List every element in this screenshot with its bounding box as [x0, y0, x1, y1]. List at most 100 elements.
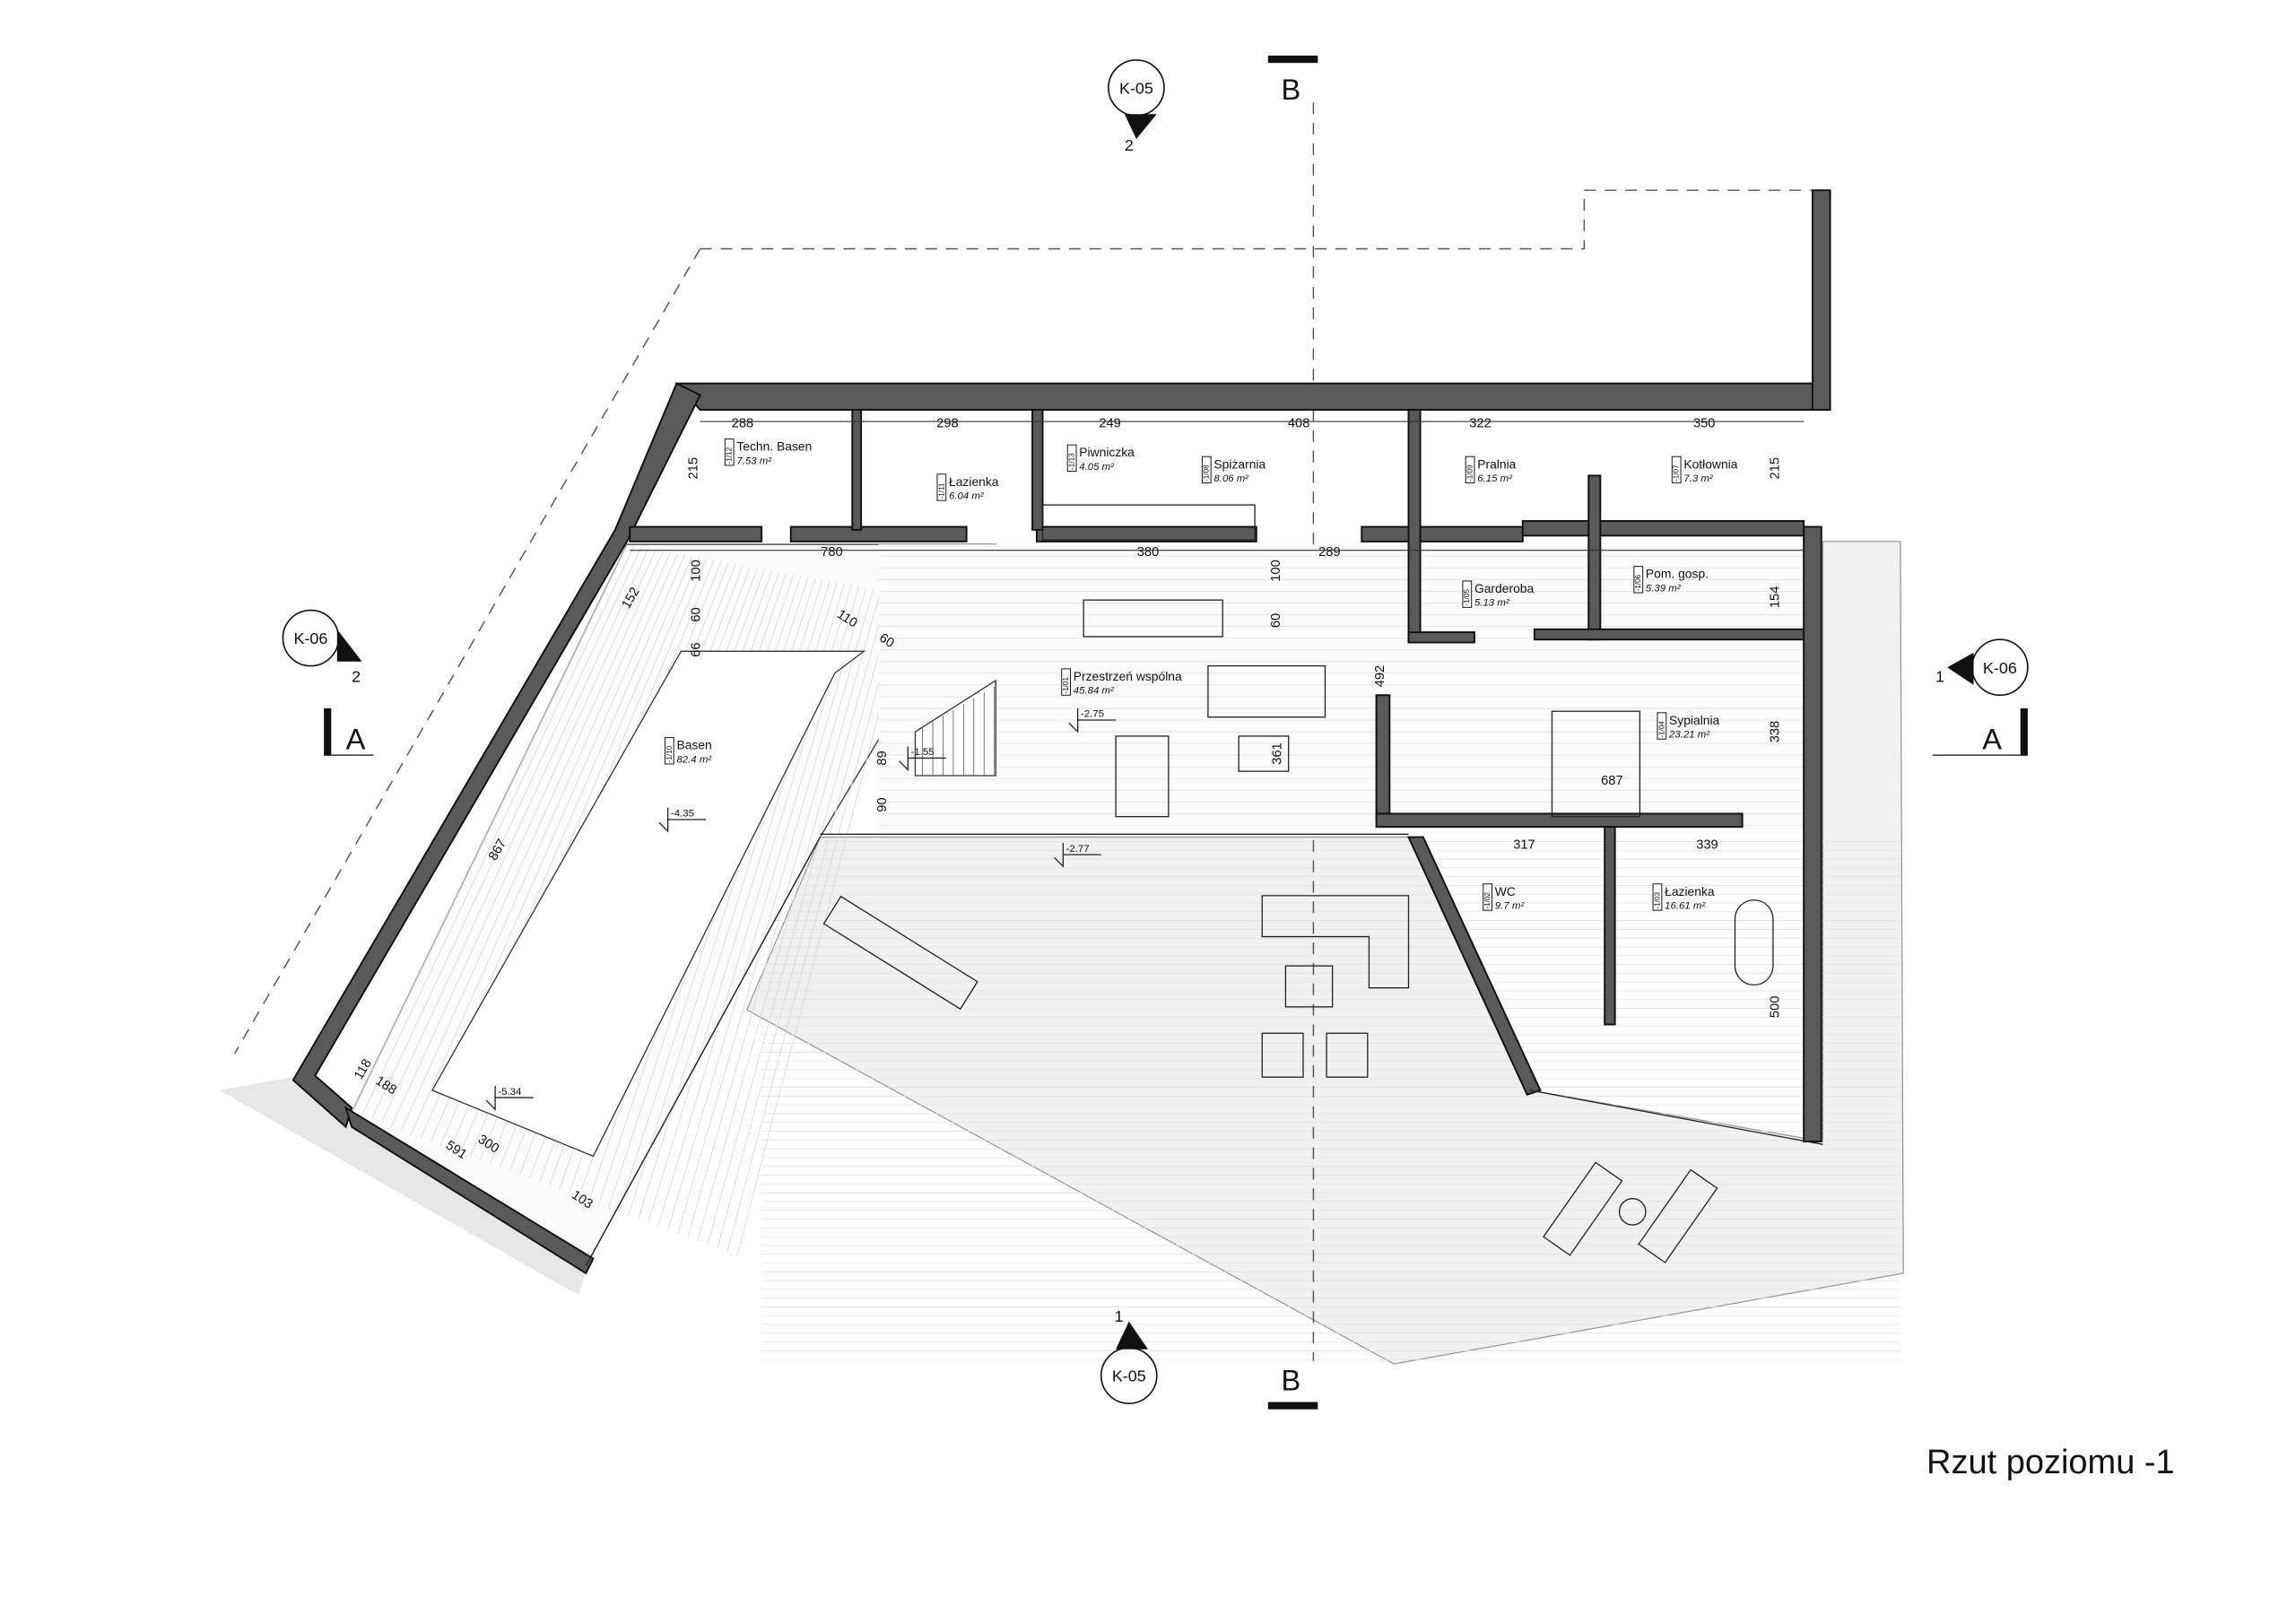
room-name: WC [1495, 884, 1516, 898]
outdoor-chair [1284, 965, 1334, 1008]
kitchen-counter [1041, 504, 1256, 541]
exterior-wall-top [674, 382, 1829, 411]
wall-partition-1 [851, 409, 863, 531]
bathtub [1734, 899, 1774, 986]
level-marker: -2.75 [1068, 707, 1117, 733]
dimension-label: 66 [690, 642, 704, 656]
marker-letter: B [1282, 73, 1301, 106]
marker-label: K-06 [293, 629, 327, 647]
wall-partition-4 [1587, 474, 1602, 641]
dimension-label: 60 [690, 607, 704, 621]
dimension-label: 288 [732, 417, 753, 431]
dimension-label: 492 [1373, 665, 1387, 687]
dimension-label: 215 [1768, 457, 1782, 479]
room-area: 16.61 m² [1665, 901, 1706, 912]
room-name: Garderoba [1474, 581, 1535, 595]
dimension-label: 408 [1288, 417, 1309, 431]
room-code: -1/04 [1657, 721, 1665, 738]
marker-number: 1 [1114, 1307, 1123, 1325]
bedroom-wall-bottom [1375, 812, 1744, 829]
wall-rooms-bottom-1 [629, 525, 763, 542]
room-area: 5.39 m² [1646, 583, 1682, 594]
wall-partition-3 [1407, 409, 1422, 642]
dimension-label: 298 [936, 417, 958, 431]
marker-number: 2 [352, 668, 361, 686]
staircase [914, 679, 996, 777]
coffee-table [1238, 735, 1290, 772]
room-name: Piwniczka [1079, 445, 1135, 459]
marker-letter: A [346, 723, 366, 756]
dimension-label: 60 [876, 631, 896, 651]
room-code: -1/11 [937, 482, 945, 499]
marker-letter: A [1982, 723, 2002, 756]
terrace-boards [761, 841, 1900, 1360]
site-outline-top [700, 189, 1819, 250]
room-area: 7.53 m² [736, 456, 772, 466]
outdoor-chair [1261, 1032, 1304, 1078]
level-value: -1.55 [911, 747, 935, 758]
section-marker-k05-bottom: K-05 1 [1100, 1307, 1158, 1405]
outdoor-chair [1326, 1032, 1369, 1078]
wall-partition-2 [1031, 409, 1044, 531]
dimension-label: 154 [1768, 586, 1782, 608]
room-name: Łazienka [949, 474, 999, 489]
glazing-pool [585, 837, 821, 1267]
sun-lounger [1638, 1168, 1718, 1263]
level-marker: -4.35 [658, 807, 707, 833]
exterior-wall-right [1803, 525, 1822, 1143]
outdoor-sofa [1261, 895, 1410, 989]
dimension-label: 339 [1696, 838, 1718, 853]
exterior-wall-right-top [1811, 189, 1831, 411]
dimension-label: 687 [1601, 774, 1622, 788]
room-name: Łazienka [1665, 884, 1715, 898]
marker-letter: B [1282, 1363, 1301, 1396]
dimension-label: 215 [686, 457, 700, 479]
room-name: Pom. gosp. [1646, 567, 1709, 581]
room-area: 4.05 m² [1079, 462, 1115, 473]
dimension-label: 317 [1513, 838, 1535, 853]
bath-partition [1604, 826, 1616, 1026]
sofa [1207, 664, 1326, 718]
pool-wall-bottom [344, 1106, 595, 1275]
room-code: -1/01 [1062, 677, 1070, 694]
dimension-label: 100 [690, 560, 704, 581]
room-name: Pralnia [1477, 456, 1516, 471]
bed [1551, 710, 1641, 818]
room-area: 7.3 m² [1683, 473, 1714, 484]
bedroom-wall [1375, 694, 1391, 820]
wall-rooms-bottom-5 [1521, 520, 1805, 537]
drawing-title: Rzut poziomu -1 [1926, 1444, 2175, 1481]
wall-rooms-bottom-3 [1035, 525, 1257, 542]
level-value: -4.35 [671, 809, 694, 820]
room-label: -1/06 Pom. gosp. 5.39 m² [1633, 566, 1709, 594]
kitchen-island [1083, 599, 1223, 638]
site-outline-left [233, 248, 701, 1055]
wall-garderoba-bottom-2 [1533, 628, 1813, 641]
room-name: Basen [676, 738, 711, 752]
room-code: -1/09 [1466, 464, 1474, 482]
room-code: -1/05 [1463, 589, 1471, 606]
level-marker: -5.34 [485, 1086, 534, 1111]
section-marker-k05-top: K-05 2 [1108, 59, 1165, 154]
marker-number: 1 [1935, 668, 1944, 686]
room-area: 8.06 m² [1213, 473, 1249, 484]
level-value: -2.77 [1066, 844, 1090, 855]
wall-garderoba-bottom [1407, 631, 1475, 644]
room-code: -1/06 [1634, 574, 1642, 591]
side-table [1618, 1198, 1647, 1226]
section-marker-b-bottom: B [1267, 1363, 1318, 1410]
room-code: -1/07 [1673, 464, 1681, 482]
marker-label: K-05 [1112, 1367, 1146, 1385]
wall-rooms-bottom-2 [789, 525, 968, 542]
room-name: Przestrzeń wspólna [1074, 669, 1182, 683]
